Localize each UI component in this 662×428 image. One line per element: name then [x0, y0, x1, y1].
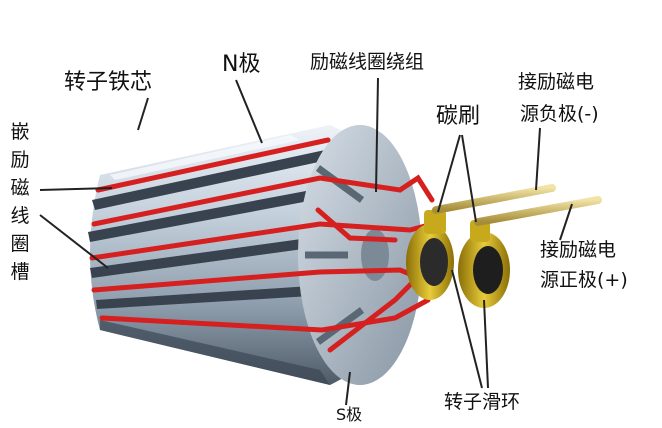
- label-s-pole: S极: [336, 405, 363, 424]
- label-neg-terminal-line2: 源负极(-): [520, 103, 599, 125]
- carbon-brushes: [424, 210, 490, 242]
- label-pos-terminal-line1: 接励磁电: [540, 239, 617, 261]
- label-field-winding: 励磁线圈绕组: [310, 51, 425, 73]
- terminal-rods: [432, 184, 602, 226]
- label-winding-slot: 嵌励磁线圈槽: [10, 121, 30, 283]
- leader-lines: [39, 77, 573, 406]
- slip-ring-front: [458, 232, 510, 308]
- label-rotor-core: 转子铁芯: [64, 70, 153, 95]
- label-neg-terminal-line1: 接励磁电: [518, 71, 595, 93]
- rotor-end-face: [298, 125, 422, 385]
- label-n-pole: N极: [222, 52, 261, 77]
- slip-ring-rear: [406, 224, 454, 300]
- label-slip-ring: 转子滑环: [444, 391, 521, 413]
- label-carbon-brush: 碳刷: [436, 104, 481, 129]
- label-pos-terminal-line2: 源正极(+): [540, 269, 628, 291]
